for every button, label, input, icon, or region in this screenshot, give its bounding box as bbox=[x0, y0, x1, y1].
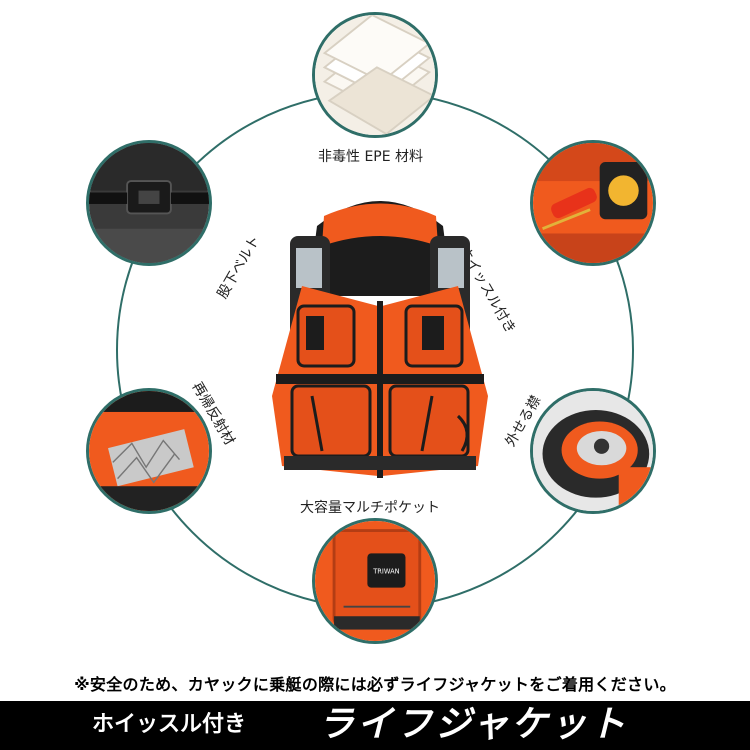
crotch-belt-photo bbox=[86, 140, 212, 266]
banner-title: ライフジャケット bbox=[318, 704, 629, 745]
label-pocket: 大容量マルチポケット bbox=[300, 500, 440, 516]
product-title-banner: ホイッスル付き ライフジャケット bbox=[0, 701, 750, 750]
banner-subtitle: ホイッスル付き bbox=[92, 712, 247, 737]
label-epe-material: 非毒性 EPE 材料 bbox=[318, 149, 424, 165]
epe-foam-photo bbox=[312, 12, 438, 138]
reflective-material-photo bbox=[86, 388, 212, 514]
pocket-emblem-text: TRIWAN bbox=[372, 567, 399, 575]
life-jacket-image bbox=[272, 201, 488, 478]
multi-pocket-photo: TRIWAN bbox=[312, 518, 438, 644]
detachable-collar-photo bbox=[530, 388, 656, 514]
whistle-photo bbox=[530, 140, 656, 266]
safety-notice: ※安全のため、カヤックに乗艇の際には必ずライフジャケットをご着用ください。 bbox=[74, 675, 676, 694]
